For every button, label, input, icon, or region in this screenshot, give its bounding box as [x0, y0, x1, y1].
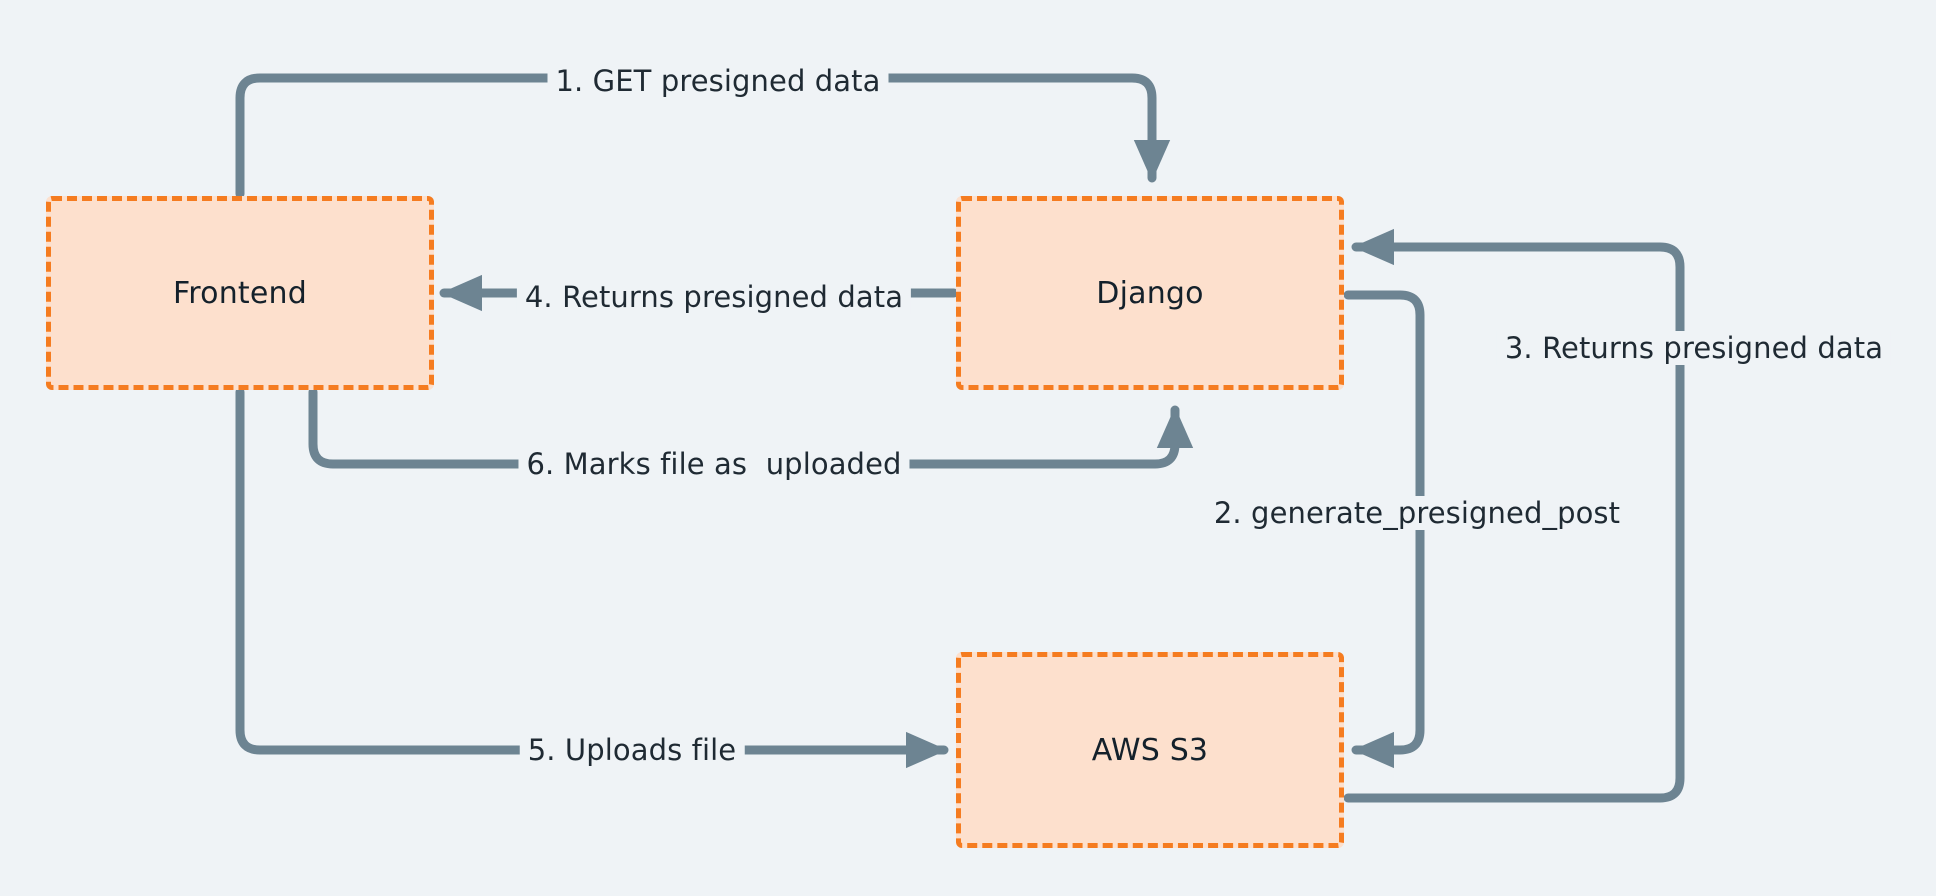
edge-label-2: 2. generate_presigned_post: [1205, 496, 1629, 530]
node-django[interactable]: Django: [956, 196, 1344, 390]
edge-label-5: 5. Uploads file: [519, 733, 745, 767]
edge-path-5: [235, 387, 949, 769]
edge-label-4: 4. Returns presigned data: [516, 280, 912, 314]
node-aws-s3[interactable]: AWS S3: [956, 652, 1344, 848]
node-aws-s3-label: AWS S3: [1091, 732, 1209, 768]
node-frontend-label: Frontend: [173, 275, 307, 311]
edge-label-1: 1. GET presigned data: [547, 64, 889, 98]
node-django-label: Django: [1096, 275, 1204, 311]
edge-path-3: [1343, 228, 1685, 803]
edge-label-6: 6. Marks file as uploaded: [518, 447, 910, 481]
edge-label-3: 3. Returns presigned data: [1496, 331, 1892, 365]
node-frontend[interactable]: Frontend: [46, 196, 434, 390]
